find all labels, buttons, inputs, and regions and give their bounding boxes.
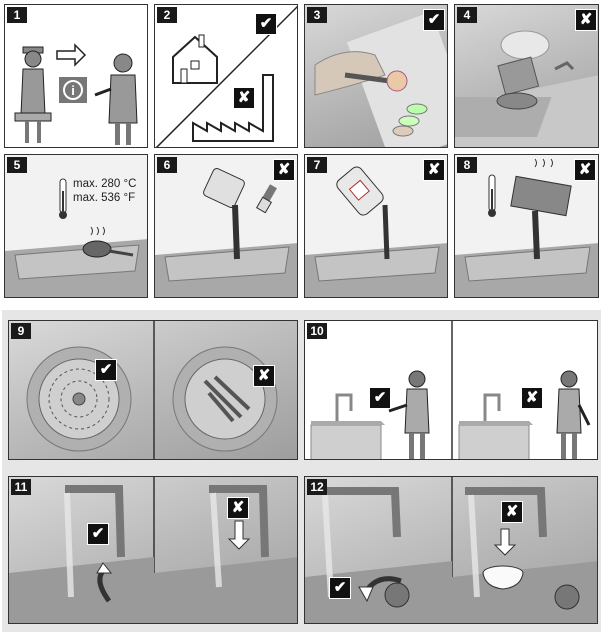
panel-number: 10: [307, 323, 327, 339]
cross-mark-icon: ✘: [227, 497, 249, 519]
cutting-board-illustration: [314, 11, 447, 147]
panel-2: 2 ✔ ✘: [154, 4, 298, 148]
panel-10: 10 ✔ ✘: [304, 320, 598, 460]
panel-number: 4: [457, 7, 477, 23]
temperature-celsius: max. 280 °C: [73, 178, 137, 190]
temperature-fahrenheit: max. 536 °F: [73, 192, 136, 204]
paint-pouring-illustration: [155, 168, 297, 297]
cross-mark-icon: ✘: [253, 365, 275, 387]
panel-3: 3 ✔: [304, 4, 448, 148]
panel-number: 11: [11, 479, 31, 495]
cross-mark-icon: ✘: [575, 9, 597, 31]
panel-number: 7: [307, 157, 327, 173]
cross-mark-icon: ✘: [574, 159, 596, 181]
check-mark-icon: ✔: [369, 387, 391, 409]
hot-pan-illustration: [5, 178, 147, 297]
check-mark-icon: ✔: [87, 523, 109, 545]
panel-number: 2: [157, 7, 177, 23]
panel-number: 3: [307, 7, 327, 23]
panel-9: 9 ✔ ✘: [8, 320, 298, 460]
panel-number: 5: [7, 157, 27, 173]
panel-number: 6: [157, 157, 177, 173]
check-mark-icon: ✔: [255, 13, 277, 35]
falling-pots-illustration: [455, 30, 598, 147]
cross-mark-icon: ✘: [521, 387, 543, 409]
panel-5: 5 max. 280 °C max. 536 °F: [4, 154, 148, 298]
temperature-label: max. 280 °C max. 536 °F: [73, 177, 136, 205]
check-mark-icon: ✔: [329, 577, 351, 599]
check-mark-icon: ✔: [95, 359, 117, 381]
drain-strainer-illustration: [26, 321, 278, 459]
panel-number: 8: [457, 157, 477, 173]
panel-11: 11 ✔ ✘: [8, 476, 298, 624]
check-mark-icon: ✔: [423, 9, 445, 31]
panel-number: 12: [307, 479, 327, 495]
cross-mark-icon: ✘: [501, 501, 523, 523]
cross-mark-icon: ✘: [423, 159, 445, 181]
faucet-cup-illustration: [305, 477, 597, 623]
cross-mark-icon: ✘: [233, 87, 255, 109]
standing-distance-illustration: [310, 321, 591, 459]
panel-1: 1 i: [4, 4, 148, 148]
panel-number: 1: [7, 7, 27, 23]
chemical-pouring-illustration: [305, 166, 447, 297]
svg-text:i: i: [71, 83, 75, 98]
panel-7: 7 ✘: [304, 154, 448, 298]
disposal-illustration: [155, 5, 297, 147]
hot-fryer-illustration: [455, 158, 598, 297]
handover-illustration: i: [14, 43, 138, 145]
panel-12: 12 ✔ ✘: [304, 476, 598, 624]
panel-6: 6 ✘: [154, 154, 298, 298]
panel-number: 9: [11, 323, 31, 339]
cross-mark-icon: ✘: [273, 159, 295, 181]
panel-4: 4 ✘: [454, 4, 599, 148]
panel-8: 8 ✘: [454, 154, 599, 298]
faucet-spray-illustration: [9, 477, 297, 623]
